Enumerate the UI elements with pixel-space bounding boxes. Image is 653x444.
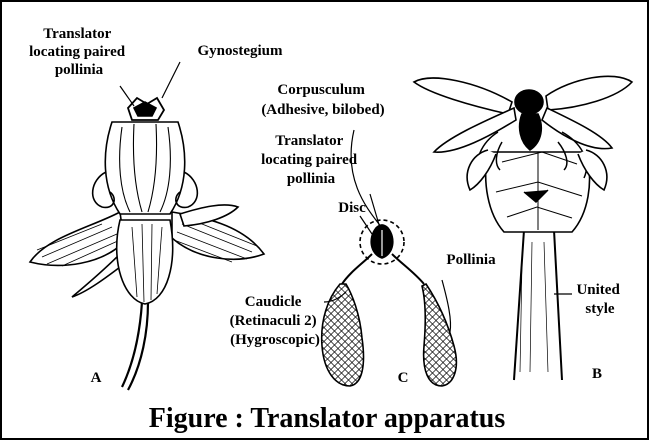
- united-style-label-line-2: style: [585, 301, 615, 317]
- figure-caption: Figure : Translator apparatus: [149, 403, 506, 434]
- translator-label-c-line-2: locating paired: [261, 152, 358, 168]
- caudicle-label: Caudicle (Retinaculi 2) (Hygroscopic): [230, 294, 321, 348]
- pollinia-label: Pollinia: [446, 252, 496, 268]
- caudicle-label-line-2: (Retinaculi 2): [230, 313, 317, 329]
- united-style-label-line-1: United: [576, 282, 620, 298]
- translator-label-c-line-3: pollinia: [287, 171, 336, 187]
- flower-a-drawing: [30, 98, 264, 390]
- translator-label-c: Translator locating paired pollinia: [261, 133, 361, 187]
- corpusculum-label: Corpusculum (Adhesive, bilobed): [261, 82, 384, 118]
- panel-c-letter: C: [398, 370, 409, 386]
- panel-a-letter: A: [91, 370, 102, 386]
- translator-label-a-line-1: Translator: [43, 26, 111, 42]
- corpusculum-label-line-1: Corpusculum: [277, 82, 365, 98]
- caudicle-label-line-3: (Hygroscopic): [230, 332, 320, 348]
- caudicle-label-line-1: Caudicle: [245, 294, 302, 310]
- united-style-label: United style: [576, 282, 623, 317]
- panel-b-letter: B: [592, 366, 602, 382]
- translator-label-a: Translator locating paired pollinia: [29, 26, 129, 78]
- translator-c-drawing: [322, 220, 457, 386]
- translator-label-c-line-1: Translator: [275, 133, 343, 149]
- disc-label: Disc: [338, 200, 366, 216]
- gynostegium-label: Gynostegium: [197, 43, 283, 59]
- corpusculum-label-line-2: (Adhesive, bilobed): [261, 102, 384, 118]
- translator-label-a-line-3: pollinia: [55, 62, 104, 78]
- translator-label-a-line-2: locating paired: [29, 44, 126, 60]
